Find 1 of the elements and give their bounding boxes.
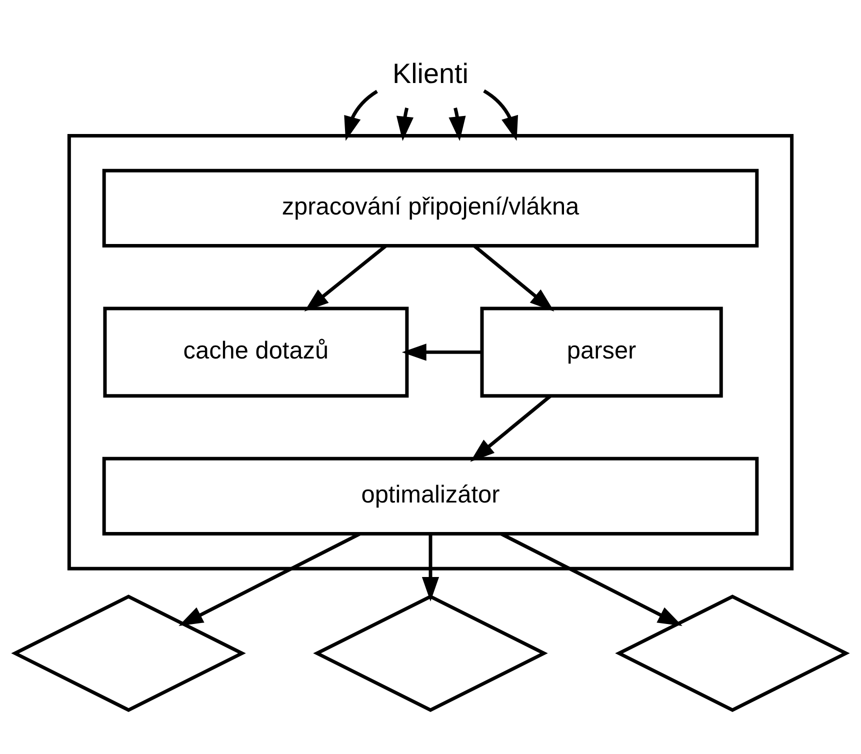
node-text: Klienti bbox=[392, 58, 469, 89]
